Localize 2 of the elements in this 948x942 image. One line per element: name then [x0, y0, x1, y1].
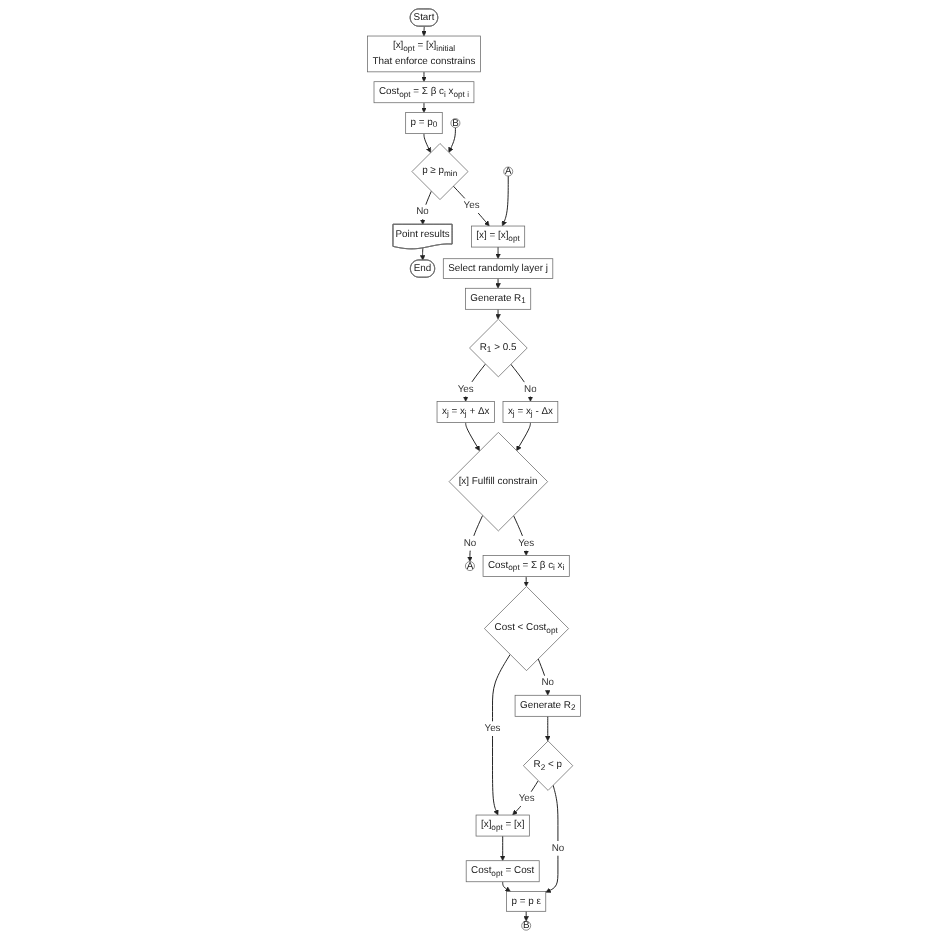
arrow: [421, 71, 427, 82]
arrow: [421, 102, 427, 113]
